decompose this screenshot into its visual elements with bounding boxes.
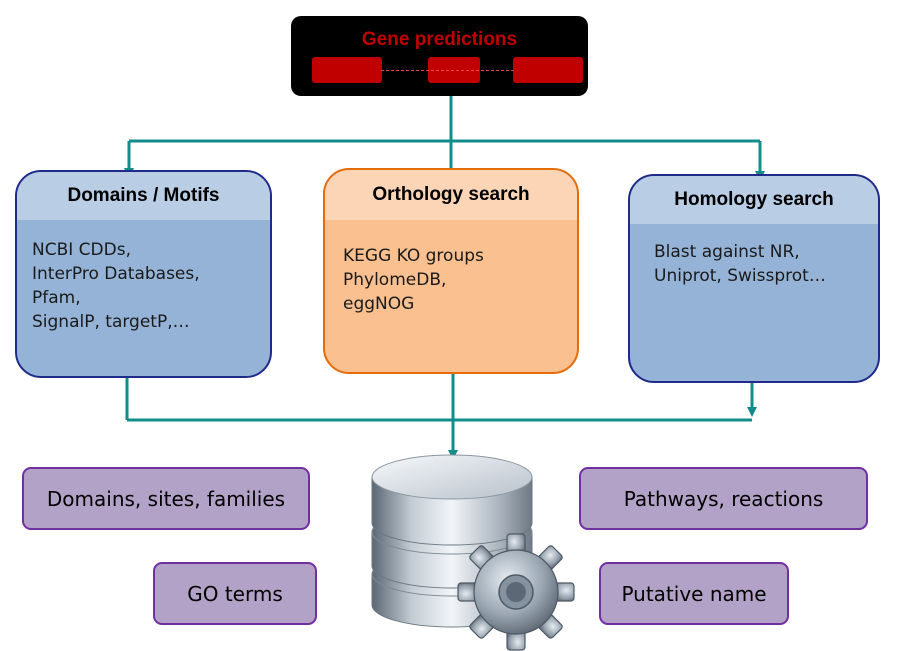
exon-1: [312, 57, 382, 83]
list-item: SignalP, targetP,…: [32, 312, 190, 332]
output-putative-name: Putative name: [599, 562, 789, 625]
orthology-search-list: KEGG KO groups PhylomeDB, eggNOG: [343, 244, 571, 316]
list-item: KEGG KO groups: [343, 246, 484, 266]
homology-search-title: Homology search: [630, 176, 878, 224]
output-domains-sites-families: Domains, sites, families: [22, 467, 310, 530]
intron-dashed-line: [381, 70, 514, 71]
orthology-search-title: Orthology search: [325, 170, 577, 220]
gear-icon: [457, 533, 575, 651]
list-item: Blast against NR,: [654, 242, 800, 262]
exon-3: [513, 57, 583, 83]
gene-predictions-title: Gene predictions: [361, 29, 518, 50]
homology-search-box: Homology search Blast against NR, Unipro…: [628, 174, 880, 383]
list-item: eggNOG: [343, 294, 415, 314]
list-item: Pfam,: [32, 288, 81, 308]
homology-search-list: Blast against NR, Uniprot, Swissprot…: [654, 240, 872, 288]
domains-motifs-box: Domains / Motifs NCBI CDDs, InterPro Dat…: [15, 170, 272, 378]
list-item: InterPro Databases,: [32, 264, 200, 284]
output-go-terms: GO terms: [153, 562, 317, 625]
orthology-search-box: Orthology search KEGG KO groups PhylomeD…: [323, 168, 579, 374]
domains-motifs-title: Domains / Motifs: [17, 172, 270, 220]
list-item: PhylomeDB,: [343, 270, 447, 290]
gene-predictions-banner: Gene predictions: [291, 16, 588, 96]
list-item: NCBI CDDs,: [32, 240, 131, 260]
list-item: Uniprot, Swissprot…: [654, 266, 826, 286]
output-pathways-reactions: Pathways, reactions: [579, 467, 868, 530]
domains-motifs-list: NCBI CDDs, InterPro Databases, Pfam, Sig…: [32, 238, 264, 334]
